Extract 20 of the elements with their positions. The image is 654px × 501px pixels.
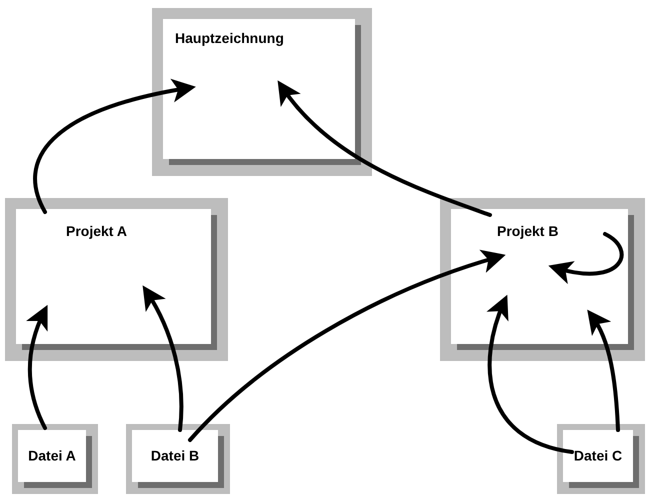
arrow [26,304,48,430]
drawing-frame [5,198,228,361]
node-label: Datei C [574,446,622,466]
arrow [548,232,624,284]
node-label: Hauptzeichnung [175,29,284,48]
node-label: Projekt B [497,222,558,241]
file-frame [126,424,230,494]
arrow [588,309,620,432]
arrow [33,79,196,214]
arrow [277,80,492,217]
drawing-frame [440,198,645,361]
drawing-frame [152,8,372,176]
node-label: Datei A [28,446,76,466]
node-label: Datei B [150,446,200,466]
file-frame [557,424,645,494]
arrow [486,294,574,454]
node-label: Projekt A [66,222,127,241]
file-frame [12,424,98,494]
arrow [142,285,184,432]
arrow [188,250,506,442]
